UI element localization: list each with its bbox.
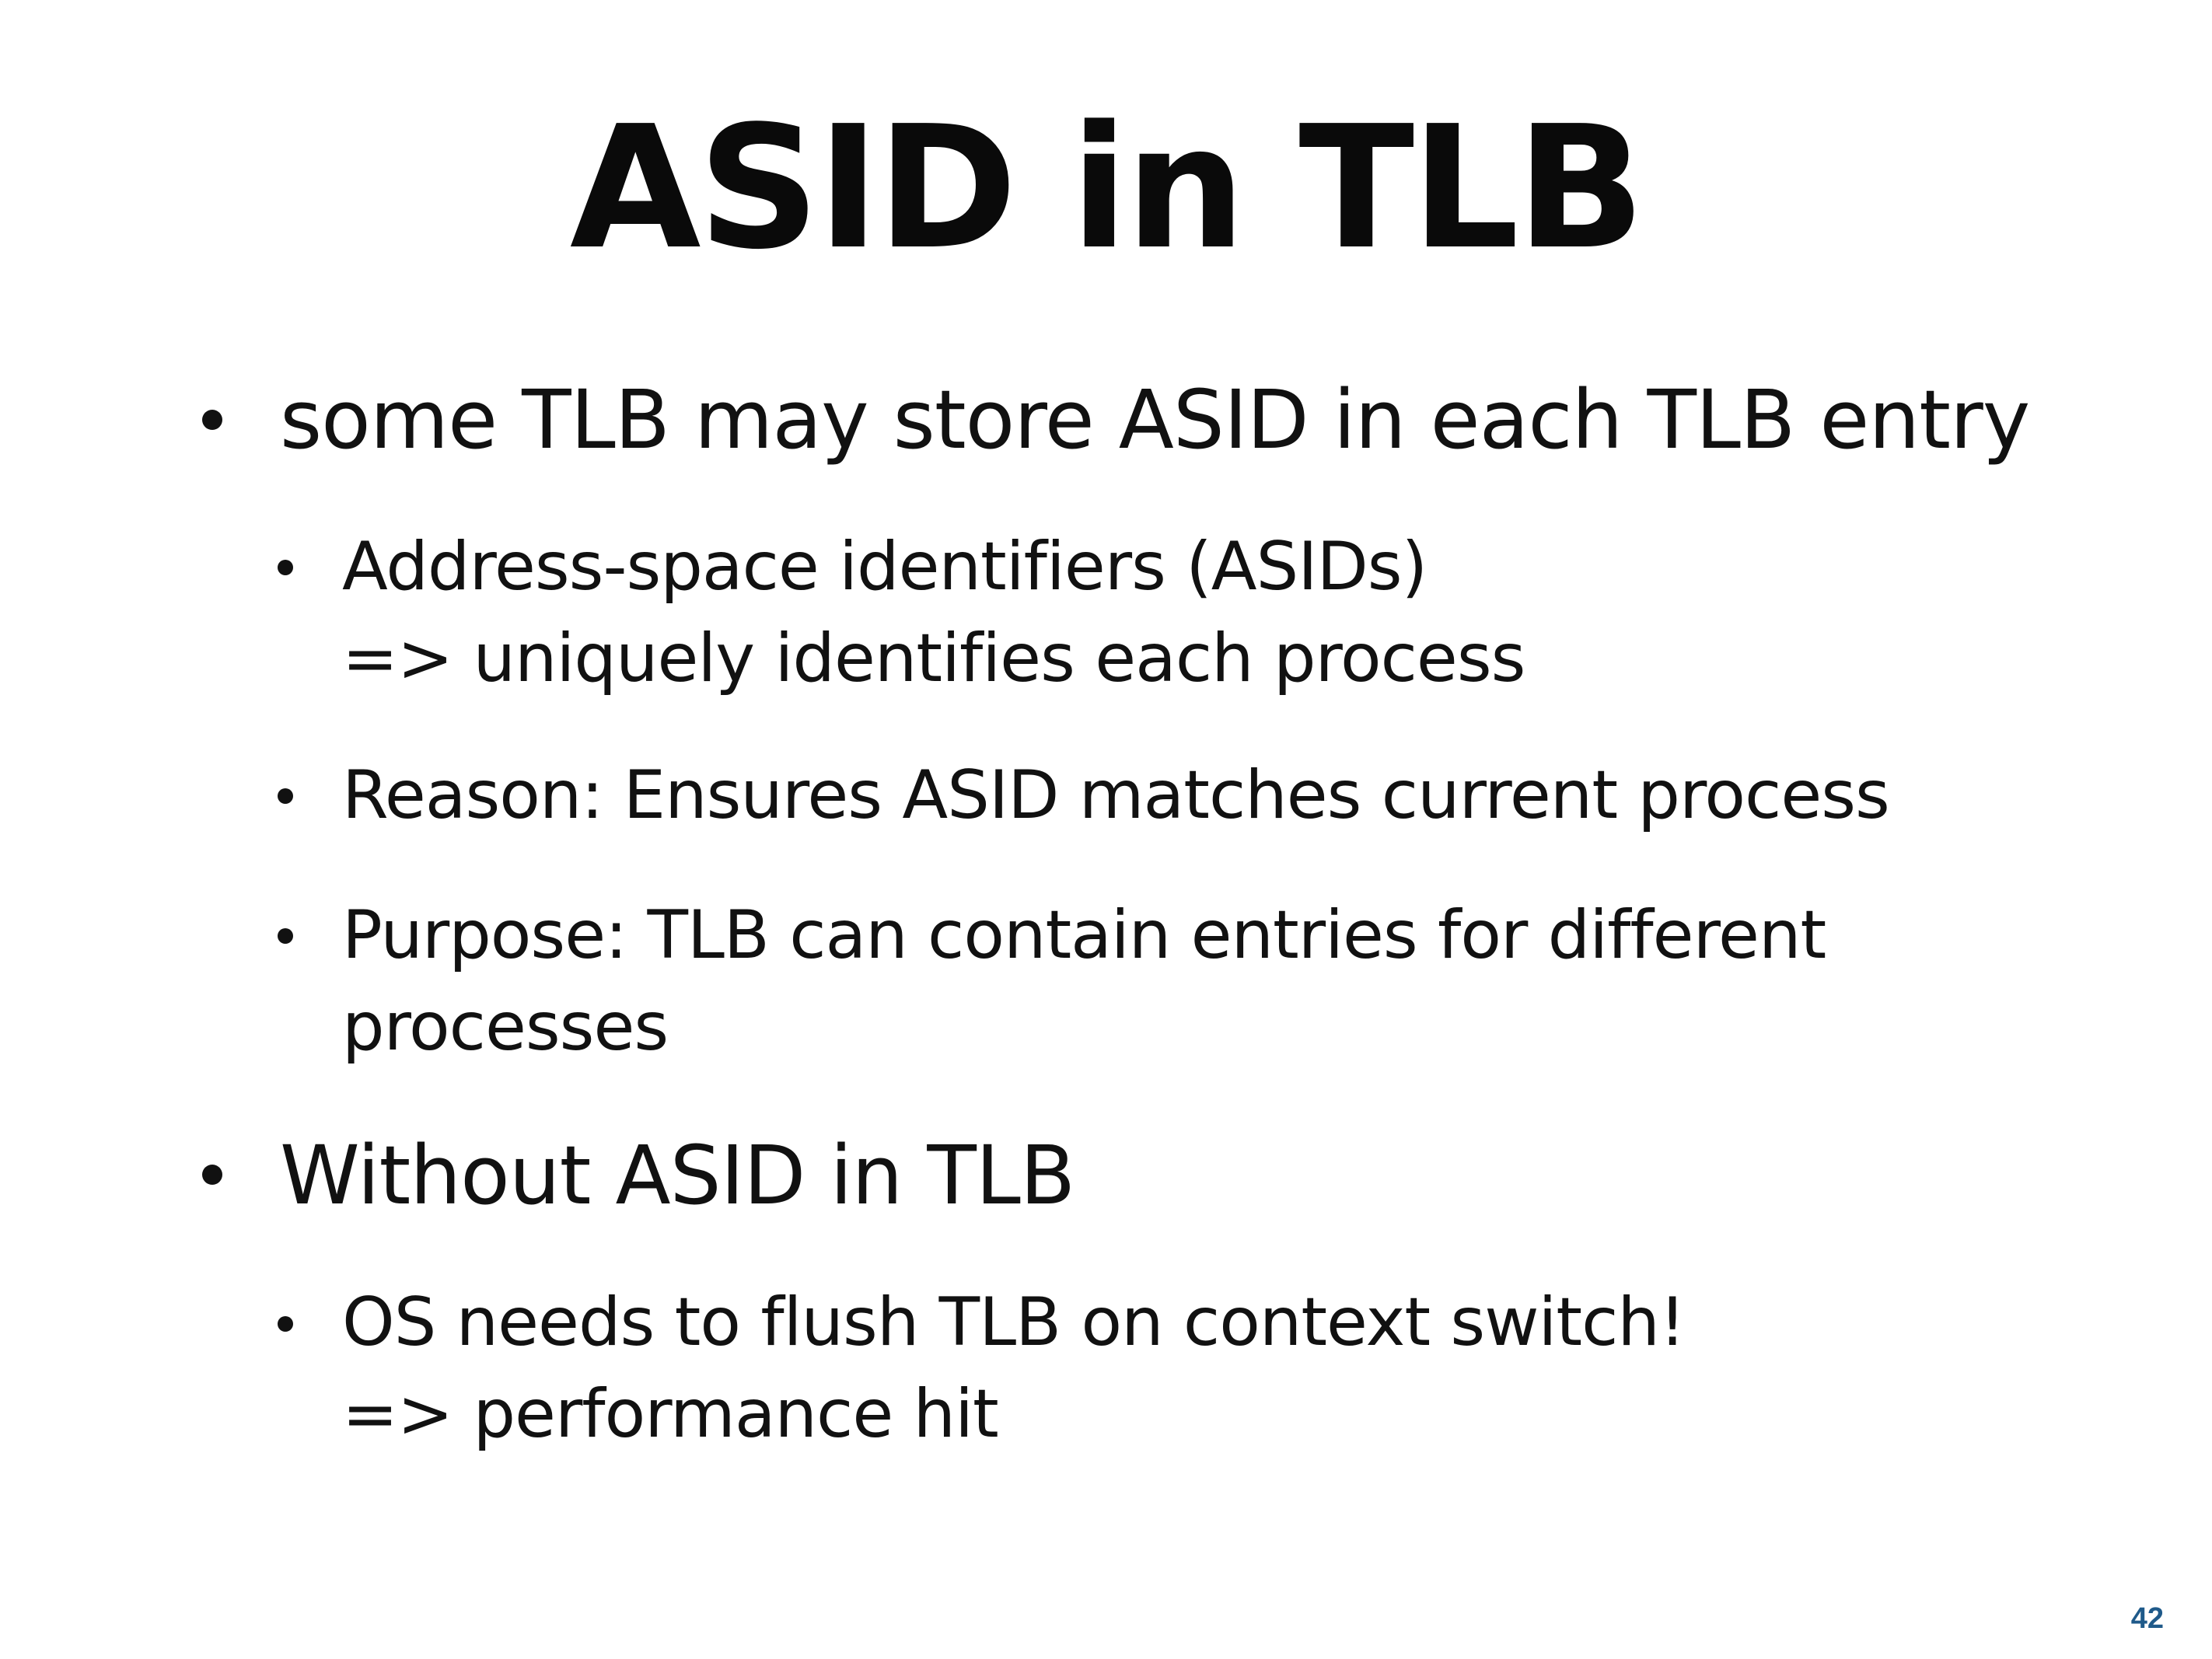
sub-bullet-line: => uniquely identifies each process [342,620,1525,697]
sub-bullet-dot-icon [278,928,293,944]
bullet-text: Without ASID in TLB [280,1128,1075,1223]
sub-bullet-line: => performance hit [342,1375,999,1453]
sub-bullet-text: Address-space identifiers (ASIDs) => uni… [342,521,1525,704]
sub-bullet-dot-icon [278,788,293,804]
bullet-dot-icon [202,410,222,430]
bullet-dot-icon [202,1165,222,1185]
sub-bullet-text: OS needs to flush TLB on context switch!… [342,1277,1686,1460]
sub-bullet-line: Address-space identifiers (ASIDs) [342,528,1427,606]
sub-bullet-line: Reason: Ensures ASID matches current pro… [342,756,1890,834]
sub-bullet-line: OS needs to flush TLB on context switch! [342,1284,1686,1361]
sub-bullet-text: Reason: Ensures ASID matches current pro… [342,749,1890,841]
sub-bullet-dot-icon [278,1316,293,1332]
slide-title: ASID in TLB [569,90,1645,287]
page-number: 42 [2130,1602,2164,1635]
sub-bullet-line: processes [342,988,669,1066]
sub-bullet-text: Purpose: TLB can contain entries for dif… [342,889,1826,1073]
sub-bullet-line: Purpose: TLB can contain entries for dif… [342,896,1826,974]
bullet-text: some TLB may store ASID in each TLB entr… [280,372,2030,467]
sub-bullet-dot-icon [278,560,293,575]
